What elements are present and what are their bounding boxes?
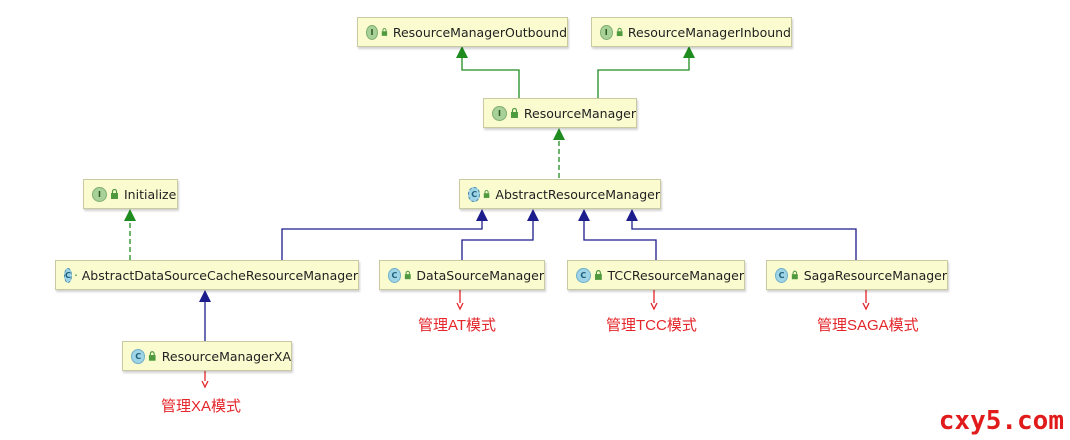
lock-icon xyxy=(616,27,623,37)
class-icon: C xyxy=(775,267,789,283)
lock-icon xyxy=(484,190,490,198)
node-label: AbstractDataSourceCacheResourceManager xyxy=(81,267,358,283)
class-icon: C xyxy=(131,348,146,364)
lock-icon xyxy=(510,108,518,118)
node-initialize[interactable]: I Initialize xyxy=(83,179,178,209)
interface-icon: I xyxy=(492,105,507,121)
lock-icon xyxy=(594,270,602,280)
class-icon: C xyxy=(576,267,591,283)
lock-icon xyxy=(791,270,798,280)
interface-icon: I xyxy=(366,24,378,40)
node-label: ResourceManagerOutbound xyxy=(392,24,567,40)
node-label: Initialize xyxy=(124,186,177,202)
node-label: DataSourceManager xyxy=(416,267,544,283)
arrowhead-arm-3 xyxy=(578,209,590,221)
node-label: AbstractResourceManager xyxy=(495,186,660,202)
edge-tcc-to-abstract-rm xyxy=(583,220,657,260)
note-saga-mode: 管理SAGA模式 xyxy=(817,317,919,334)
node-resource-manager[interactable]: I ResourceManager xyxy=(483,98,637,128)
node-abstract-datasource-cache-resource-manager[interactable]: C AbstractDataSourceCacheResourceManager xyxy=(55,260,359,290)
note-at-mode: 管理AT模式 xyxy=(418,317,497,334)
lock-icon xyxy=(75,273,77,277)
lock-icon xyxy=(149,351,156,361)
edge-ds-cache-to-abstract-rm xyxy=(281,220,483,260)
node-resource-manager-outbound[interactable]: I ResourceManagerOutbound xyxy=(357,17,568,47)
watermark: cxy5.com xyxy=(938,406,1064,436)
node-label: ResourceManagerXA xyxy=(161,348,291,364)
arrowhead-arm-4 xyxy=(626,209,638,221)
arrowhead-inbound xyxy=(683,46,695,58)
edge-datasource-to-abstract-rm xyxy=(461,220,534,260)
abstract-class-icon: C xyxy=(64,267,72,283)
node-saga-resource-manager[interactable]: C SagaResourceManager xyxy=(766,260,948,290)
node-label: ResourceManager xyxy=(523,105,636,121)
arrowhead-initialize xyxy=(124,209,136,221)
arrowhead-arm-2 xyxy=(527,209,539,221)
node-label: SagaResourceManager xyxy=(803,267,947,283)
node-label: TCCResourceManager xyxy=(607,267,744,283)
arrowhead-arm-1 xyxy=(476,209,488,221)
edge-rm-to-inbound xyxy=(597,50,690,98)
edge-rm-to-outbound xyxy=(461,50,520,98)
lock-icon xyxy=(404,270,411,280)
node-label: ResourceManagerInbound xyxy=(627,24,791,40)
interface-icon: I xyxy=(600,24,613,40)
interface-icon: I xyxy=(92,186,107,202)
lock-icon xyxy=(111,189,118,199)
arrowhead-outbound xyxy=(456,46,468,58)
note-tcc-mode: 管理TCC模式 xyxy=(606,317,697,334)
edge-saga-to-abstract-rm xyxy=(631,220,857,260)
node-abstract-resource-manager[interactable]: C AbstractResourceManager xyxy=(459,179,661,209)
node-tcc-resource-manager[interactable]: C TCCResourceManager xyxy=(567,260,745,290)
lock-icon xyxy=(381,28,388,36)
abstract-class-icon: C xyxy=(468,186,481,202)
arrowhead-rm xyxy=(553,128,565,140)
node-resource-manager-xa[interactable]: C ResourceManagerXA xyxy=(122,341,292,371)
node-datasource-manager[interactable]: C DataSourceManager xyxy=(379,260,545,290)
node-resource-manager-inbound[interactable]: I ResourceManagerInbound xyxy=(591,17,792,47)
arrowhead-ds-cache xyxy=(199,290,211,302)
note-xa-mode: 管理XA模式 xyxy=(161,398,242,415)
class-icon: C xyxy=(388,267,401,283)
